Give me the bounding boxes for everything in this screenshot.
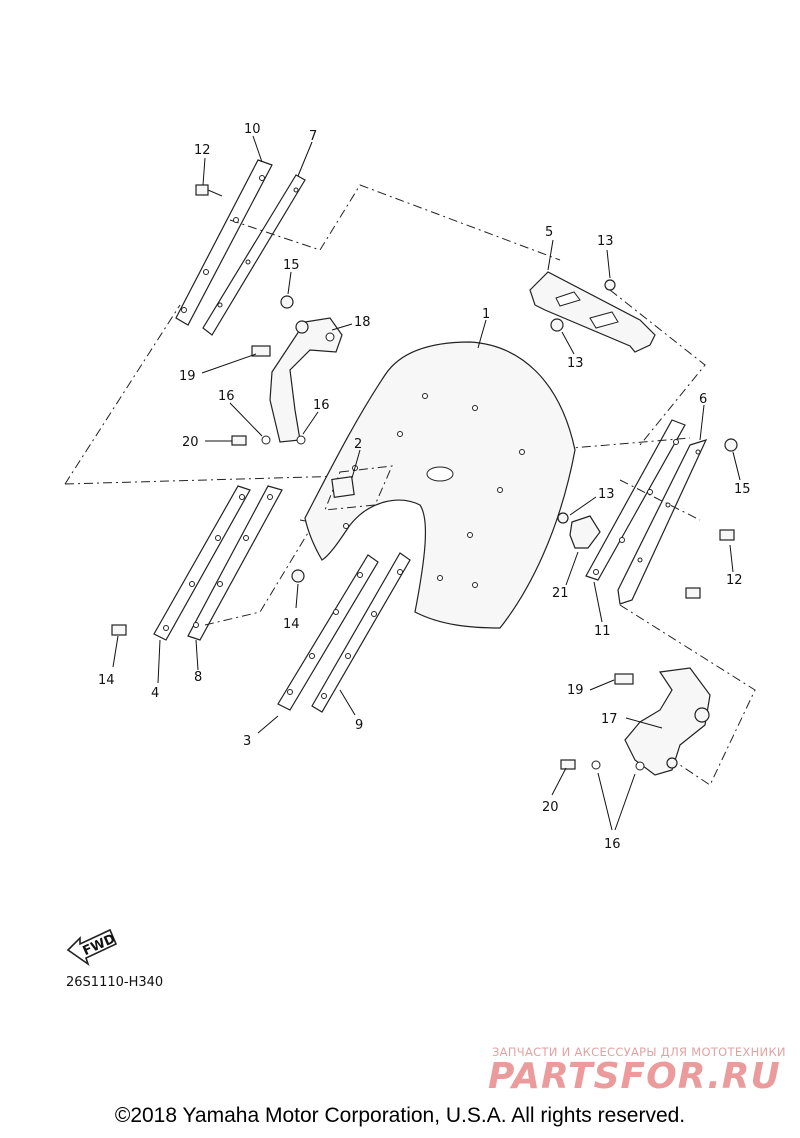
label-part-4: 4 [151,686,159,701]
fwd-arrow-icon: FWD [66,928,118,967]
lower-left-strips [153,485,283,641]
nut-15-right [724,438,738,452]
label-part-15-right: 15 [734,482,751,497]
bolt-14-left [111,624,127,636]
lower-center-strips [277,552,411,713]
label-part-3: 3 [243,734,251,749]
mount-bracket-right [560,667,711,776]
label-part-2: 2 [354,437,362,452]
right-strips [585,419,708,605]
label-part-21: 21 [552,586,569,601]
bolt-14-center [291,569,305,583]
bolt-12-upper [195,184,223,197]
center-bracket [529,271,656,353]
label-part-16-right: 16 [604,837,621,852]
label-part-17: 17 [601,712,618,727]
copyright-notice: ©2018 Yamaha Motor Corporation, U.S.A. A… [114,1104,686,1127]
watermark-tagline: ЗАПЧАСТИ И АКСЕССУАРЫ ДЛЯ МОТОТЕХНИКИ [492,1045,786,1059]
label-part-7: 7 [309,129,317,144]
label-part-5: 5 [545,225,553,240]
label-part-6: 6 [699,392,707,407]
label-part-19-right: 19 [567,683,584,698]
mount-bracket-left [231,317,343,446]
label-part-14-center: 14 [283,617,300,632]
label-part-1: 1 [482,307,490,322]
label-part-13-clip: 13 [598,487,615,502]
label-part-18: 18 [354,315,371,330]
label-part-19-left: 19 [179,369,196,384]
bolt-12-right-b [685,587,701,599]
label-part-12-upper: 12 [194,143,211,158]
clip-21 [557,512,601,549]
leader-lines [112,135,741,831]
upper-left-strips [175,159,306,336]
label-part-16-left-b: 16 [313,398,330,413]
label-part-14-left: 14 [98,673,115,688]
label-part-20-right: 20 [542,800,559,815]
label-part-10: 10 [244,122,261,137]
label-part-9: 9 [355,718,363,733]
label-part-16-left-a: 16 [218,389,235,404]
label-part-20-left: 20 [182,435,199,450]
bolt-12-right-a [719,529,735,541]
label-part-8: 8 [194,670,202,685]
watermark-logo: PARTSFOR.RU [488,1056,781,1097]
nut-15-upper [280,295,294,309]
label-part-13-lower: 13 [567,356,584,371]
diagram-code: 26S1110-H340 [66,975,164,990]
callout-labels: 1 2 3 4 5 6 7 8 9 10 11 12 12 13 13 13 1… [98,122,751,852]
label-part-15-upper: 15 [283,258,300,273]
label-part-12-right: 12 [726,573,743,588]
label-part-13-upper: 13 [597,234,614,249]
label-part-11: 11 [594,624,611,639]
windshield [304,341,576,629]
